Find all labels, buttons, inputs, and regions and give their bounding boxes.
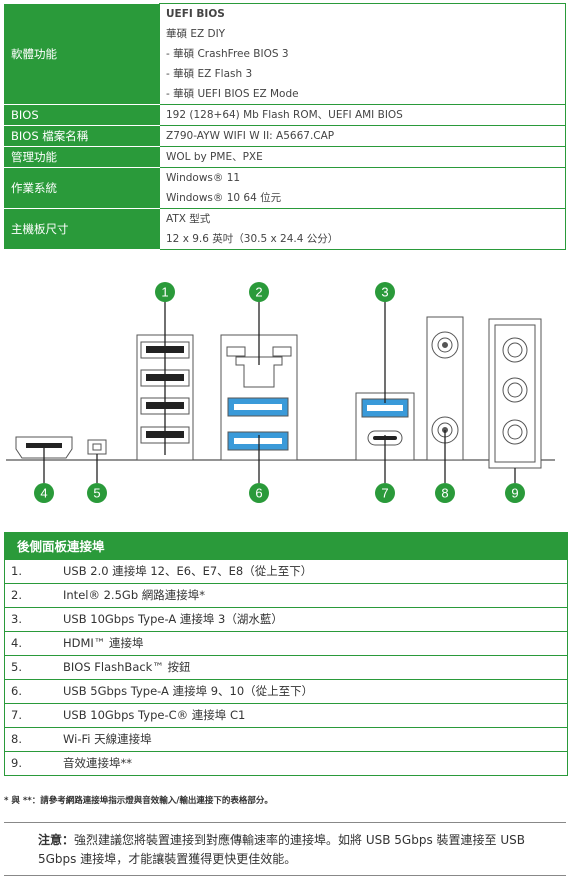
- leader-lines: [43, 300, 516, 483]
- port-description: BIOS FlashBack™ 按鈕: [63, 660, 191, 674]
- spec-value: 192 (128+64) Mb Flash ROM、UEFI AMI BIOS: [159, 104, 566, 126]
- hdmi-port-drawing: [15, 436, 73, 459]
- spec-value: - 華碩 EZ Flash 3: [159, 64, 566, 84]
- spec-row: - 華碩 EZ Flash 3: [5, 64, 566, 84]
- port-description: USB 10Gbps Type-A 連接埠 3（湖水藍）: [63, 612, 283, 626]
- ports-table-title: 後側面板連接埠: [5, 533, 567, 559]
- port-description: Wi-Fi 天線連接埠: [63, 732, 152, 746]
- spec-value: Z790-AYW WIFI W II: A5667.CAP: [159, 125, 566, 147]
- port-number: 1.: [11, 564, 22, 578]
- port-description: USB 2.0 連接埠 12、E6、E7、E8（從上至下）: [63, 564, 313, 578]
- port-row: 2. Intel® 2.5Gb 網路連接埠*: [5, 583, 567, 607]
- note-text: 強烈建議您將裝置連接到對應傳輸速率的連接埠。如將 USB 5Gbps 裝置連接至…: [38, 833, 525, 866]
- port-number: 4.: [11, 636, 22, 650]
- port-number: 7.: [11, 708, 22, 722]
- spec-value: 華碩 EZ DIY: [159, 24, 566, 44]
- port-row: 3. USB 10Gbps Type-A 連接埠 3（湖水藍）: [5, 607, 567, 631]
- spec-label: 作業系統: [4, 167, 160, 209]
- callout-7-label: 7: [381, 486, 388, 501]
- spec-label: 主機板尺寸: [4, 208, 160, 250]
- port-row: 9. 音效連接埠**: [5, 751, 567, 775]
- port-description: 音效連接埠**: [63, 756, 132, 770]
- note-box: 注意：強烈建議您將裝置連接到對應傳輸速率的連接埠。如將 USB 5Gbps 裝置…: [4, 822, 566, 876]
- port-row: 1. USB 2.0 連接埠 12、E6、E7、E8（從上至下）: [5, 559, 567, 583]
- spec-row: 華碩 EZ DIY: [5, 24, 566, 44]
- port-description: HDMI™ 連接埠: [63, 636, 144, 650]
- port-row: 4. HDMI™ 連接埠: [5, 631, 567, 655]
- spec-label: BIOS 檔案名稱: [4, 125, 160, 147]
- spec-value: UEFI BIOS: [159, 3, 566, 24]
- spec-value: WOL by PME、PXE: [159, 146, 566, 168]
- usb-a-typec-stack: [355, 392, 415, 461]
- callout-1: 1: [155, 282, 175, 302]
- spec-value: ATX 型式: [159, 208, 566, 229]
- spec-value: 12 x 9.6 英吋（30.5 x 24.4 公分）: [159, 229, 566, 250]
- note-label: 注意：: [38, 833, 75, 847]
- callout-9-label: 9: [511, 486, 518, 501]
- port-row: 8. Wi-Fi 天線連接埠: [5, 727, 567, 751]
- spec-value: - 華碩 UEFI BIOS EZ Mode: [159, 84, 566, 105]
- port-row: 6. USB 5Gbps Type-A 連接埠 9、10（從上至下）: [5, 679, 567, 703]
- callout-6: 6: [249, 483, 269, 503]
- callout-5-label: 5: [93, 486, 100, 501]
- port-description: Intel® 2.5Gb 網路連接埠*: [63, 588, 206, 602]
- port-number: 9.: [11, 756, 22, 770]
- callout-2-label: 2: [255, 285, 262, 300]
- flashback-button-drawing: [87, 439, 107, 455]
- callout-5: 5: [87, 483, 107, 503]
- port-row: 5. BIOS FlashBack™ 按鈕: [5, 655, 567, 679]
- callout-7: 7: [375, 483, 395, 503]
- callout-1-label: 1: [161, 285, 168, 300]
- spec-row: 12 x 9.6 英吋（30.5 x 24.4 公分）: [5, 229, 566, 250]
- spec-label: BIOS: [4, 104, 160, 126]
- footnote: * 與 **：請參考網路連接埠指示燈與音效輸入/輸出連接下的表格部分。: [4, 796, 273, 806]
- callout-6-label: 6: [255, 486, 262, 501]
- spec-value: Windows® 11: [159, 167, 566, 188]
- port-description: USB 5Gbps Type-A 連接埠 9、10（從上至下）: [63, 684, 314, 698]
- audio-jacks-drawing: [488, 318, 542, 469]
- rear-panel-ports-table: 後側面板連接埠 1. USB 2.0 連接埠 12、E6、E7、E8（從上至下） 2…: [4, 532, 568, 776]
- spec-value: - 華碩 CrashFree BIOS 3: [159, 44, 566, 64]
- port-number: 5.: [11, 660, 22, 674]
- callout-3: 3: [375, 282, 395, 302]
- callout-4-label: 4: [40, 486, 47, 501]
- spec-label: 軟體功能: [4, 3, 160, 105]
- callout-8-label: 8: [441, 486, 448, 501]
- callout-3-label: 3: [381, 285, 388, 300]
- spec-value: Windows® 10 64 位元: [159, 188, 566, 209]
- callout-9: 9: [505, 483, 525, 503]
- rear-panel-diagram: 1 2 3 4 5 6 7 8 9: [6, 282, 555, 503]
- port-row: 7. USB 10Gbps Type-C® 連接埠 C1: [5, 703, 567, 727]
- spec-row: - 華碩 CrashFree BIOS 3: [5, 44, 566, 64]
- callout-4: 4: [34, 483, 54, 503]
- port-description: USB 10Gbps Type-C® 連接埠 C1: [63, 708, 246, 722]
- port-number: 2.: [11, 588, 22, 602]
- spec-label: 管理功能: [4, 146, 160, 168]
- port-number: 3.: [11, 612, 22, 626]
- callout-8: 8: [435, 483, 455, 503]
- port-number: 8.: [11, 732, 22, 746]
- callout-2: 2: [249, 282, 269, 302]
- port-number: 6.: [11, 684, 22, 698]
